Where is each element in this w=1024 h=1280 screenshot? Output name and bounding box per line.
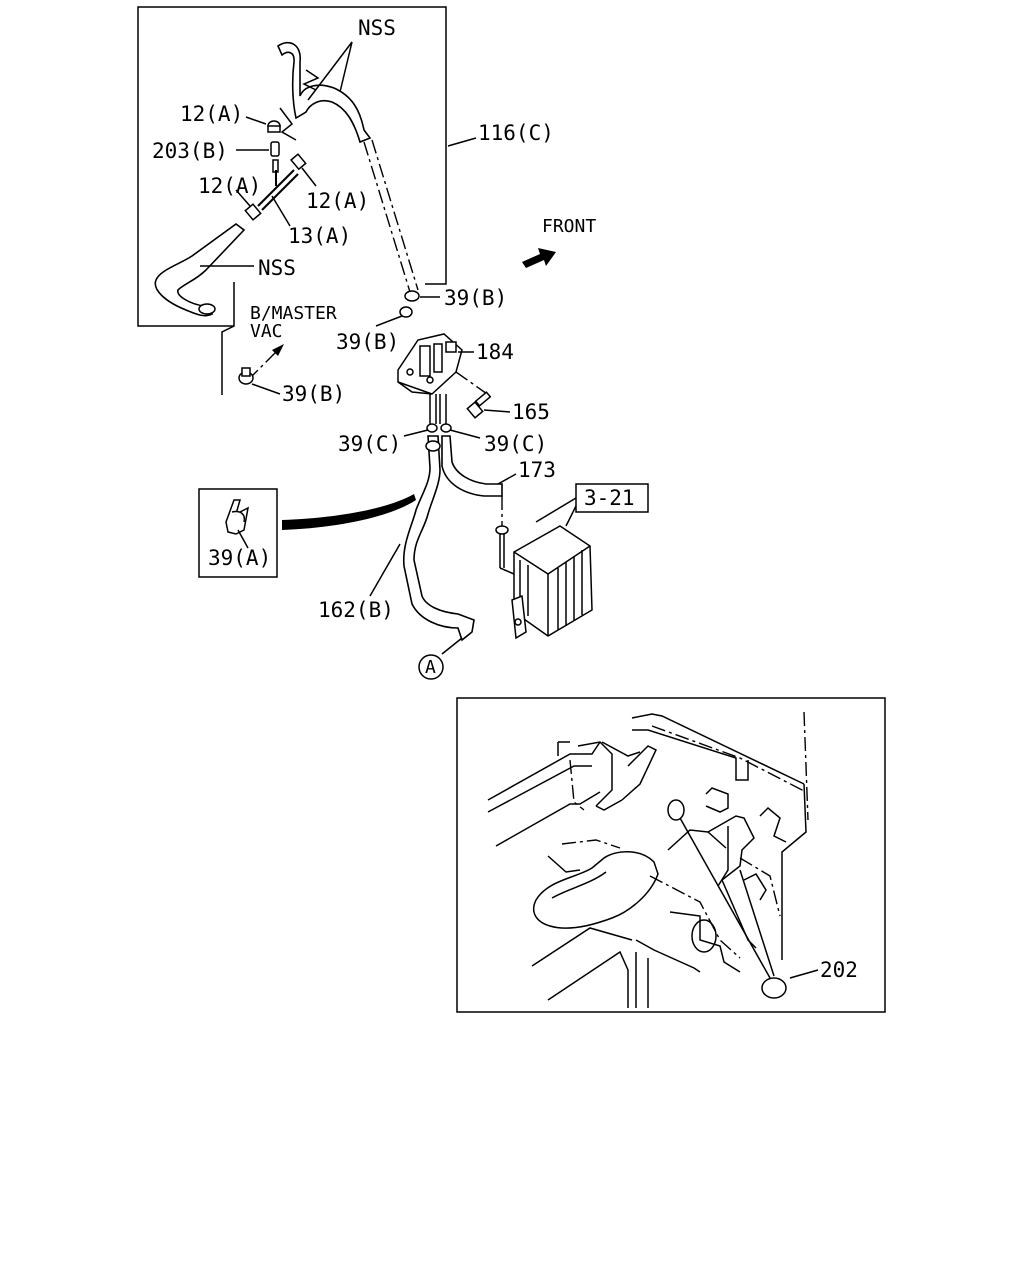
label-nss-top: NSS: [358, 16, 396, 40]
label-nss-bottom: NSS: [258, 256, 296, 280]
clip-39c-right: [440, 423, 452, 433]
label-184: 184: [476, 340, 514, 364]
front-arrow-icon: [522, 248, 556, 268]
label-39a: 39(A): [208, 546, 271, 570]
label-front: FRONT: [542, 216, 596, 237]
bracket-184: [397, 333, 463, 395]
leader-173: [497, 473, 517, 485]
leader-39b-3: [251, 383, 281, 395]
plug-202: [761, 977, 787, 999]
joint-13a: [257, 169, 299, 211]
circle-a-marker: [418, 654, 444, 680]
leader-3-21-b: [565, 505, 577, 527]
leader-39a: [237, 529, 249, 549]
label-bmaster-1: B/MASTER: [250, 303, 337, 324]
leader-13a: [271, 195, 291, 227]
hose-162b: [402, 435, 475, 642]
label-116c: 116(C): [478, 121, 554, 145]
nss-upper-hose: [276, 41, 372, 144]
leader-12a-left: [235, 189, 251, 207]
bmaster-bracket-line: [221, 282, 235, 395]
bolt-dash-line: [455, 371, 491, 397]
break-mark-2: [279, 107, 297, 141]
label-12a-top: 12(A): [180, 102, 243, 126]
pipe-116c: [363, 139, 419, 293]
leader-39c-right: [449, 429, 481, 439]
floor-panel-drawing: [487, 711, 809, 1008]
bmaster-arrow-icon: [247, 344, 284, 381]
leader-165: [483, 409, 511, 413]
leader-nss-1: [307, 41, 353, 101]
canister: [495, 525, 593, 640]
clip-39b-3: [238, 367, 254, 385]
leader-39c-left: [403, 429, 429, 437]
clip-12a-left: [244, 203, 262, 221]
clip-39b-2: [399, 306, 413, 318]
label-173: 173: [518, 458, 556, 482]
leader-162b: [369, 543, 401, 597]
leader-3-21-a: [535, 497, 577, 523]
label-39b-2: 39(B): [336, 330, 399, 354]
label-39c-left: 39(C): [338, 432, 401, 456]
clip-39c-left: [426, 423, 438, 433]
clip-12a-right: [290, 153, 307, 171]
label-39b-3: 39(B): [282, 382, 345, 406]
pointer-39a: [282, 494, 416, 530]
hose-173: [441, 435, 503, 497]
leader-nss-2: [339, 41, 353, 93]
bolt-165: [466, 391, 492, 419]
label-13a: 13(A): [288, 224, 351, 248]
label-39b-1: 39(B): [444, 286, 507, 310]
label-203b: 203(B): [152, 139, 228, 163]
leader-202: [789, 969, 819, 979]
label-3-21: 3-21: [584, 486, 635, 510]
label-39c-right: 39(C): [484, 432, 547, 456]
label-bmaster-2: VAC: [250, 321, 283, 342]
leader-12a-right: [301, 167, 317, 187]
clip-39b-1: [404, 290, 420, 302]
label-12a-right: 12(A): [306, 189, 369, 213]
leader-12a-top: [245, 116, 267, 125]
inset-frame-top: [137, 6, 447, 327]
label-circle-a: A: [425, 657, 436, 678]
pipes-from-bracket: [429, 394, 447, 424]
connector-203b: [270, 141, 280, 173]
detail-box-39a: [198, 488, 278, 578]
label-202: 202: [820, 958, 858, 982]
clip-12a-top: [267, 120, 281, 133]
label-12a-left: 12(A): [198, 174, 261, 198]
inset-frame-bottom: [456, 697, 886, 1013]
nss-lower-hose: [154, 223, 246, 317]
label-162b: 162(B): [318, 598, 394, 622]
leader-circle-a: [441, 637, 463, 655]
break-mark: [302, 69, 320, 91]
leader-116c: [447, 137, 477, 147]
leader-39b-2: [375, 315, 403, 327]
clip-39a-icon: [225, 499, 250, 535]
label-165: 165: [512, 400, 550, 424]
